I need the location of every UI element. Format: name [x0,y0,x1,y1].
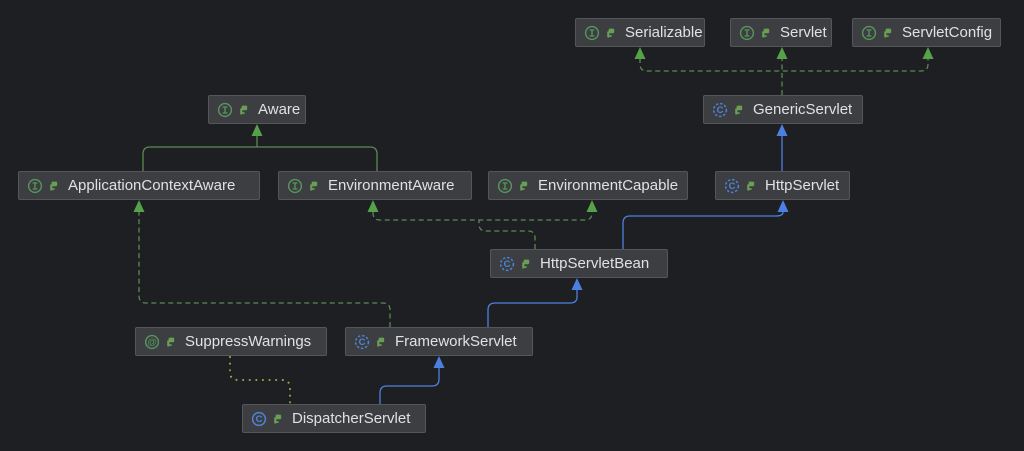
node-label: EnvironmentAware [328,177,455,194]
node-label: HttpServletBean [540,255,650,272]
interface-icon [27,178,43,193]
node-suppress-warnings[interactable]: @ SuppressWarnings [135,327,327,356]
edge-realization-http-servlet-bean [372,212,593,249]
interface-icon [584,25,600,40]
edge-generalization-application-context-aware [142,136,378,171]
node-serializable[interactable]: Serializable [575,18,705,47]
node-environment-aware[interactable]: EnvironmentAware [278,171,472,200]
node-label: Serializable [625,24,703,41]
public-visibility-icon [377,337,385,347]
node-label: DispatcherServlet [292,410,411,427]
abstract-class-icon: C [354,334,370,349]
public-visibility-icon [522,259,530,269]
public-visibility-icon [762,28,770,38]
interface-icon [497,178,513,193]
public-visibility-icon [240,105,248,115]
public-visibility-icon [310,181,318,191]
extends-arrowhead [777,200,789,212]
implements-arrowhead [251,124,263,136]
node-servlet-config[interactable]: ServletConfig [852,18,1001,47]
svg-text:C: C [359,337,366,348]
node-generic-servlet[interactable]: C GenericServlet [703,95,863,124]
edge-extends-framework-servlet [487,290,578,327]
public-visibility-icon [735,105,743,115]
node-environment-capable[interactable]: EnvironmentCapable [488,171,688,200]
interface-icon [287,178,303,193]
node-framework-servlet[interactable]: C FrameworkServlet [345,327,533,356]
edge-realization-generic-servlet [639,58,929,95]
public-visibility-icon [50,181,58,191]
svg-text:C: C [729,181,736,192]
edge-annotation-dispatcher-servlet [229,356,291,404]
implements-arrowhead [367,200,379,212]
node-servlet[interactable]: Servlet [730,18,832,47]
svg-text:C: C [717,105,724,116]
public-visibility-icon [884,28,892,38]
public-visibility-icon [520,181,528,191]
node-dispatcher-servlet[interactable]: C DispatcherServlet [242,404,426,433]
svg-text:C: C [504,259,511,270]
node-http-servlet[interactable]: C HttpServlet [715,171,850,200]
interface-icon [739,25,755,40]
public-visibility-icon [747,181,755,191]
node-label: GenericServlet [753,101,853,118]
node-http-servlet-bean[interactable]: C HttpServletBean [490,249,668,278]
abstract-class-icon: C [724,178,740,193]
extends-arrowhead [776,124,788,136]
node-label: ApplicationContextAware [68,177,236,194]
svg-text:C: C [256,414,263,425]
edge-extends-dispatcher-servlet [379,368,440,404]
public-visibility-icon [167,337,175,347]
edge-extends-http-servlet-bean [622,211,784,249]
class-icon: C [251,411,267,426]
implements-arrowhead [586,200,598,212]
implements-arrowhead [922,47,934,59]
node-label: Servlet [780,24,827,41]
node-label: HttpServlet [765,177,840,194]
interface-icon [861,25,877,40]
public-visibility-icon [607,28,615,38]
extends-arrowhead [433,356,445,368]
node-label: Aware [258,101,301,118]
node-application-context-aware[interactable]: ApplicationContextAware [18,171,260,200]
implements-arrowhead [634,47,646,59]
public-visibility-icon [274,414,282,424]
svg-text:@: @ [147,337,157,348]
interface-icon [217,102,233,117]
extends-arrowhead [571,278,583,290]
node-label: EnvironmentCapable [538,177,679,194]
abstract-class-icon: C [712,102,728,117]
node-label: ServletConfig [902,24,993,41]
node-label: FrameworkServlet [395,333,517,350]
edge-realization-framework-servlet [138,212,391,327]
implements-arrowhead [776,47,788,59]
node-aware[interactable]: Aware [208,95,306,124]
abstract-class-icon: C [499,256,515,271]
annotation-icon: @ [144,334,160,349]
node-label: SuppressWarnings [185,333,312,350]
implements-arrowhead [133,200,145,212]
